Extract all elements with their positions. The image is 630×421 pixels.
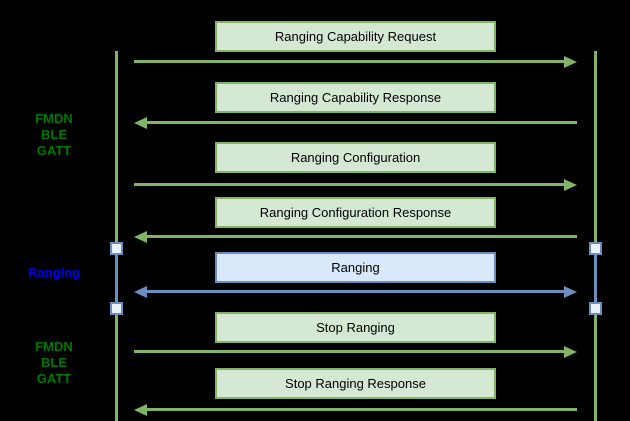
lane-label-ranging: Ranging: [12, 265, 96, 280]
lane-label-line: GATT: [36, 371, 72, 386]
arrow-shaft: [145, 290, 566, 293]
lane-label-line: FMDN: [35, 111, 73, 126]
arrowhead-right-icon: [564, 56, 577, 68]
lane-label-line: GATT: [36, 143, 72, 158]
lifeline-right: [594, 51, 597, 421]
arrow-stop-ranging: [134, 346, 577, 358]
message-box-ranging-capability-request: Ranging Capability Request: [215, 21, 496, 52]
lane-label-line: Ranging: [28, 265, 80, 280]
arrow-shaft: [145, 235, 577, 238]
activation-marker-icon: [110, 242, 123, 255]
lifeline-right-ranging-segment: [594, 248, 597, 308]
arrowhead-left-icon: [134, 117, 147, 129]
arrow-stop-ranging-response: [134, 404, 577, 416]
lane-label-fmdn-ble-gatt-bottom: FMDN BLE GATT: [12, 339, 96, 387]
arrow-ranging-capability-request: [134, 56, 577, 68]
message-box-ranging-capability-response: Ranging Capability Response: [215, 82, 496, 113]
arrow-shaft: [134, 60, 566, 63]
arrowhead-right-icon: [564, 286, 577, 298]
arrowhead-right-icon: [564, 346, 577, 358]
lifeline-left-ranging-segment: [115, 248, 118, 308]
arrowhead-left-icon: [134, 404, 147, 416]
arrow-ranging-capability-response: [134, 117, 577, 129]
arrowhead-right-icon: [564, 179, 577, 191]
arrowhead-left-icon: [134, 231, 147, 243]
arrow-shaft: [134, 183, 566, 186]
message-box-ranging-configuration: Ranging Configuration: [215, 142, 496, 173]
lane-label-line: FMDN: [35, 339, 73, 354]
lane-label-line: BLE: [41, 127, 67, 142]
lane-label-fmdn-ble-gatt-top: FMDN BLE GATT: [12, 111, 96, 159]
activation-marker-icon: [589, 242, 602, 255]
arrow-ranging-bidirectional: [134, 286, 577, 298]
message-box-ranging-configuration-response: Ranging Configuration Response: [215, 197, 496, 228]
activation-marker-icon: [589, 302, 602, 315]
message-box-stop-ranging-response: Stop Ranging Response: [215, 368, 496, 399]
message-box-stop-ranging: Stop Ranging: [215, 312, 496, 343]
arrow-shaft: [134, 350, 566, 353]
arrow-shaft: [145, 121, 577, 124]
arrowhead-left-icon: [134, 286, 147, 298]
message-box-ranging: Ranging: [215, 252, 496, 283]
activation-marker-icon: [110, 302, 123, 315]
lane-label-line: BLE: [41, 355, 67, 370]
arrow-shaft: [145, 408, 577, 411]
arrow-ranging-configuration: [134, 179, 577, 191]
lifeline-left: [115, 51, 118, 421]
arrow-ranging-configuration-response: [134, 231, 577, 243]
